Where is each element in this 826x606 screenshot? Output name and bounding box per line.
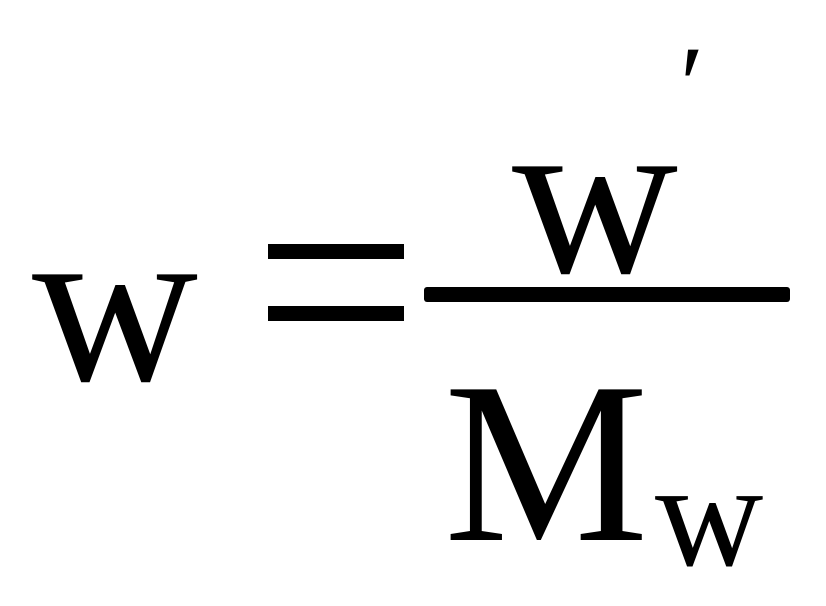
prime-mark: ′ — [680, 24, 705, 146]
fraction-bar — [424, 287, 790, 302]
numerator-variable: w — [512, 67, 679, 322]
equals-bar-top — [268, 244, 404, 259]
equals-sign — [268, 244, 404, 321]
denominator-variable: M — [444, 335, 649, 590]
lhs-variable: w — [32, 175, 199, 430]
equals-bar-bottom — [268, 306, 404, 321]
denominator-subscript: w — [655, 432, 764, 598]
